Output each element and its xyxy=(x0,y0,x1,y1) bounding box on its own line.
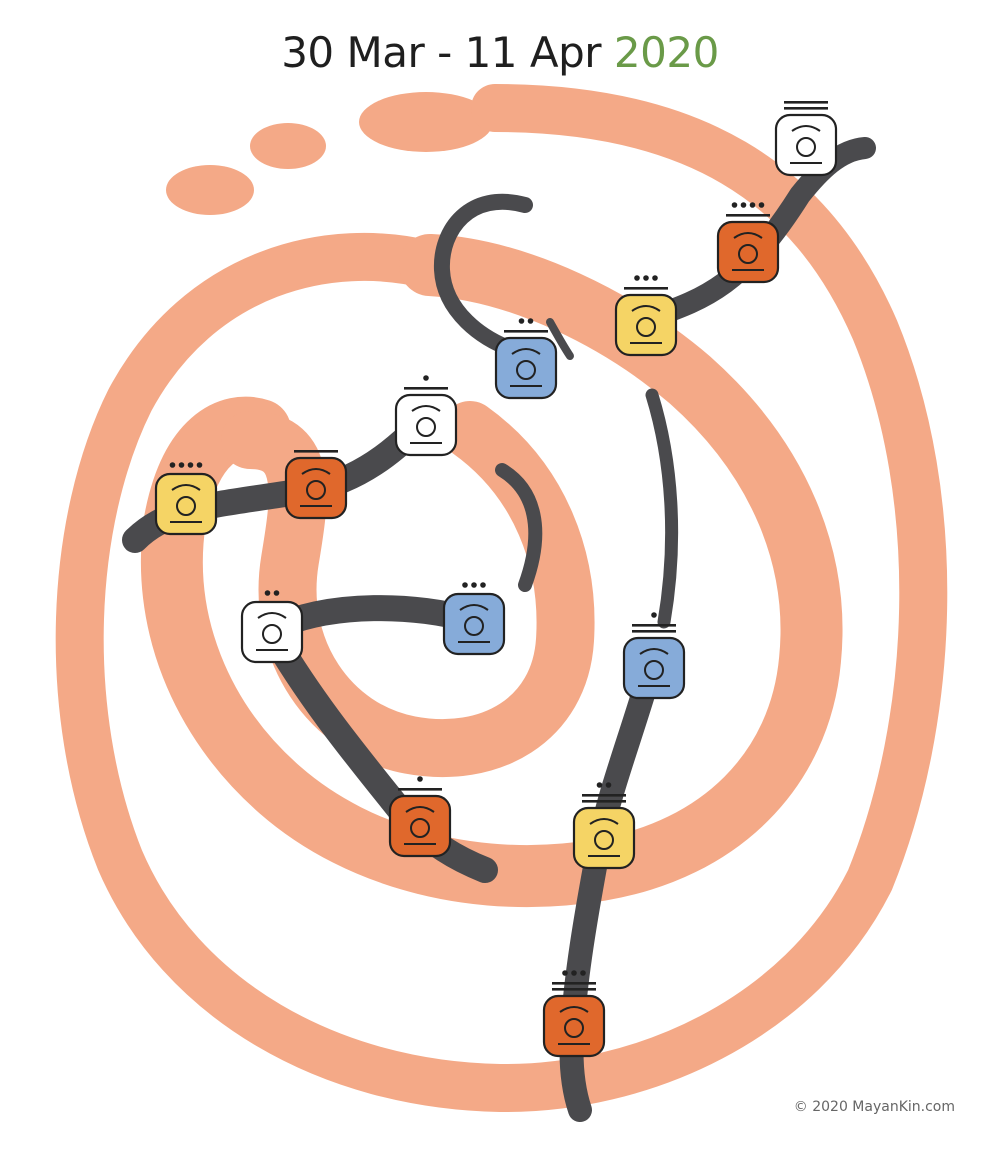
glyph-motif xyxy=(410,405,442,444)
day-glyph-3 xyxy=(442,582,506,656)
death-glyph-icon xyxy=(394,393,458,457)
year-label: 2020 xyxy=(613,28,719,77)
glyph-motif xyxy=(170,484,202,523)
day-number-10-marks xyxy=(784,101,828,110)
moon-glyph-icon xyxy=(716,220,780,284)
day-number-2-marks xyxy=(264,590,280,596)
copyright-notice: © 2020 MayanKin.com xyxy=(793,1099,955,1115)
path-heel-down xyxy=(257,617,498,883)
night-glyph-icon xyxy=(442,592,506,656)
day-glyph-10 xyxy=(774,101,838,177)
day-number-11-marks xyxy=(632,612,676,633)
seed-glyph-icon xyxy=(154,472,218,536)
glyph-motif xyxy=(256,612,288,651)
day-glyph-13 xyxy=(542,970,606,1058)
toe-second xyxy=(250,123,326,169)
glyph-motif xyxy=(458,604,490,643)
glyph-motif xyxy=(732,232,764,271)
bowl-glyph-icon xyxy=(388,794,452,858)
smiling-face-glyph-icon xyxy=(240,600,304,664)
day-glyph-8 xyxy=(614,275,678,357)
dog-glyph-icon xyxy=(774,113,838,177)
day-number-4-marks xyxy=(169,462,203,468)
day-glyph-7 xyxy=(494,318,558,400)
path-top-hook xyxy=(433,193,533,360)
day-glyph-12 xyxy=(572,782,636,870)
day-glyph-1 xyxy=(388,776,452,858)
day-number-12-marks xyxy=(582,782,626,803)
day-number-13-marks xyxy=(552,970,596,991)
day-glyph-11 xyxy=(622,612,686,700)
day-number-3-marks xyxy=(462,582,486,588)
day-number-6-marks xyxy=(398,776,442,791)
path-top-right xyxy=(634,137,876,331)
day-glyph-5 xyxy=(284,450,348,520)
path-inner-tick xyxy=(546,318,574,360)
day-number-7-marks xyxy=(504,318,548,333)
monkey-glyph-icon xyxy=(622,636,686,700)
glyph-layer xyxy=(154,101,838,1058)
glyph-motif xyxy=(510,348,542,387)
glyph-motif xyxy=(588,818,620,857)
path-right-down xyxy=(559,653,664,1122)
human-glyph-icon xyxy=(572,806,636,870)
day-glyph-2 xyxy=(240,590,304,664)
date-range: 30 Mar - 11 Apr xyxy=(281,28,602,77)
glyph-motif xyxy=(558,1006,590,1045)
serpent-glyph-icon xyxy=(284,456,348,520)
toe-big xyxy=(359,92,493,152)
sole-middle-band xyxy=(141,234,843,908)
toe-third xyxy=(166,165,254,215)
glyph-motif xyxy=(300,468,332,507)
day-number-8-marks xyxy=(624,275,668,290)
path-long-stroke xyxy=(645,388,679,629)
day-number-6-marks xyxy=(404,375,448,390)
day-number-9-marks xyxy=(726,202,770,217)
glyph-motif xyxy=(630,305,662,344)
path-bracket xyxy=(495,463,543,592)
glyph-motif xyxy=(404,806,436,845)
glyph-motif xyxy=(790,125,822,164)
day-glyph-9 xyxy=(716,202,780,284)
skywalker-glyph-icon xyxy=(542,994,606,1058)
star-glyph-icon xyxy=(614,293,678,357)
day-number-5-marks xyxy=(294,450,338,453)
day-glyph-4 xyxy=(154,462,218,536)
sole-inner-band xyxy=(221,401,595,778)
glyph-motif xyxy=(638,648,670,687)
page-title: 30 Mar - 11 Apr 2020 xyxy=(0,28,1000,77)
day-glyph-6 xyxy=(394,375,458,457)
deer-glyph-icon xyxy=(494,336,558,400)
sole-outer-band xyxy=(55,84,948,1113)
